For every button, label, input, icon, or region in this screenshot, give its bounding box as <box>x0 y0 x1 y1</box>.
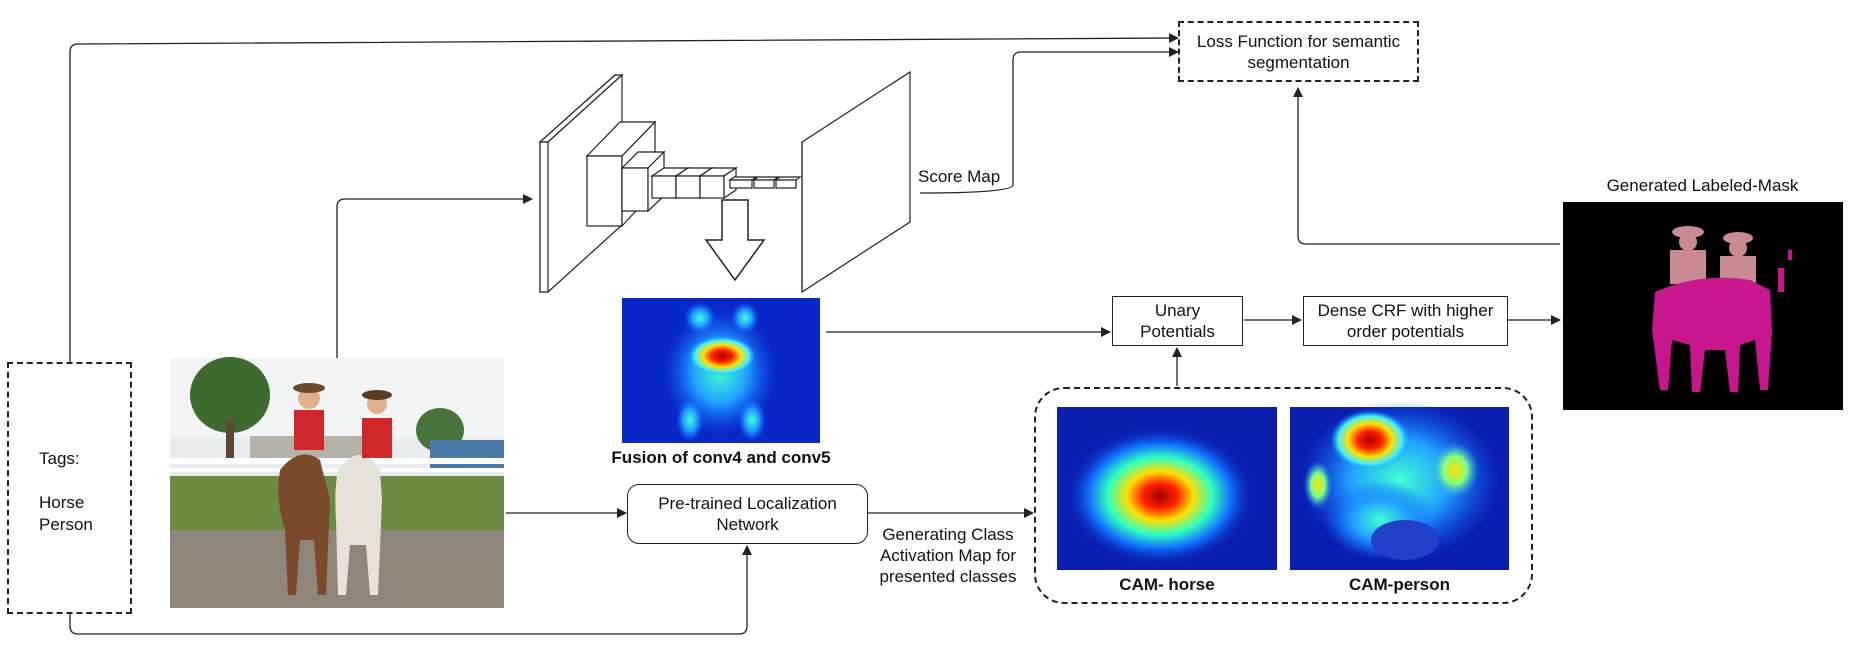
cnn-network <box>538 70 911 294</box>
loss-function-line2: segmentation <box>1247 52 1350 72</box>
tag-person: Person <box>39 515 93 534</box>
arrow-score-to-loss <box>919 47 1179 194</box>
cam-caption-line3: presented classes <box>879 567 1017 586</box>
arrow-mask-to-loss <box>1293 87 1560 245</box>
generated-mask <box>1563 202 1843 410</box>
cam-container <box>1034 387 1533 604</box>
crf-line1: Dense CRF with higher <box>1317 301 1494 320</box>
localization-line1: Pre-trained Localization <box>658 494 837 513</box>
cam-caption-line2: Activation Map for <box>879 546 1017 565</box>
dense-crf-box: Dense CRF with higher order potentials <box>1303 296 1508 346</box>
loss-function-line1: Loss Function for semantic <box>1196 31 1401 51</box>
localization-network-box: Pre-trained Localization Network <box>627 484 868 544</box>
fusion-heatmap <box>622 298 820 443</box>
unary-line1: Unary <box>1154 301 1201 320</box>
localization-line2: Network <box>716 515 779 534</box>
cam-person-heatmap <box>1290 400 1509 570</box>
tags-box: Tags: Horse Person <box>7 362 132 614</box>
cam-horse-label: CAM- horse <box>1119 575 1215 594</box>
loss-function-box: Loss Function for semantic segmentation <box>1178 21 1419 82</box>
generated-mask-label: Generated Labeled-Mask <box>1606 176 1799 195</box>
cam-person-label: CAM-person <box>1348 575 1451 594</box>
connectors <box>69 33 1561 635</box>
input-photo <box>170 357 504 608</box>
arrow-image-to-network <box>336 194 533 358</box>
unary-potentials-box: Unary Potentials <box>1112 296 1243 346</box>
arrow-tags-to-loss <box>69 33 1179 362</box>
cam-horse-heatmap <box>1057 407 1277 570</box>
fusion-label: Fusion of conv4 and conv5 <box>611 448 831 467</box>
unary-line2: Potentials <box>1140 322 1215 341</box>
tags-title: Tags: <box>39 449 80 468</box>
tag-horse: Horse <box>39 493 85 512</box>
cam-caption-line1: Generating Class <box>882 525 1014 544</box>
cam-caption: Generating Class Activation Map for pres… <box>868 524 1028 587</box>
score-map-label: Score Map <box>918 167 1001 186</box>
crf-line2: order potentials <box>1346 322 1465 341</box>
arrow-tags-to-localization <box>69 545 752 635</box>
